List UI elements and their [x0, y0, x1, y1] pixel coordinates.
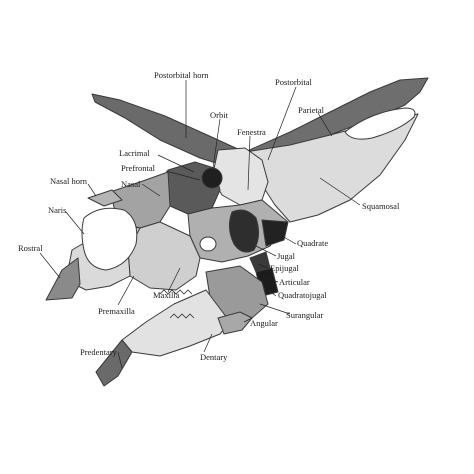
label-parietal: Parietal: [298, 105, 324, 115]
orbit-opening: [201, 167, 223, 189]
naris-opening: [81, 207, 138, 271]
label-postorbital-horn: Postorbital horn: [154, 70, 209, 80]
temporal-fenestra: [228, 209, 260, 253]
label-predentary: Predentary: [80, 347, 117, 357]
angular-bone: [217, 311, 253, 335]
tooth-row: [159, 289, 195, 319]
label-prefrontal: Prefrontal: [121, 163, 155, 173]
label-dentary: Dentary: [200, 352, 228, 362]
label-angular: Angular: [250, 318, 278, 328]
label-maxilla: Maxilla: [153, 290, 180, 300]
antorbital-opening: [199, 236, 217, 252]
leader-lines: [39, 80, 361, 369]
label-orbit: Orbit: [210, 110, 228, 120]
label-squamosal: Squamosal: [362, 201, 400, 211]
label-jugal: Jugal: [277, 251, 295, 261]
label-nasal-horn: Nasal horn: [50, 176, 88, 186]
label-quadratojugal: Quadratojugal: [278, 290, 327, 300]
quadrate-bone: [261, 219, 289, 247]
label-quadrate: Quadrate: [297, 238, 329, 248]
label-epijugal: Epijugal: [270, 263, 299, 273]
parietal-bone: [244, 77, 429, 153]
label-articular: Articular: [279, 277, 310, 287]
nasal-horn-bone: [87, 189, 123, 207]
label-surangular: Surangular: [286, 310, 324, 320]
label-lacrimal: Lacrimal: [119, 148, 150, 158]
label-fenestra: Fenestra: [237, 127, 266, 137]
label-naris: Naris: [48, 205, 67, 215]
label-rostral: Rostral: [18, 243, 43, 253]
rostral-bone: [45, 257, 81, 301]
parietal-fenestra: [344, 107, 416, 140]
predentary-bone: [95, 339, 133, 387]
label-nasal: Nasal: [121, 179, 141, 189]
label-premaxilla: Premaxilla: [98, 306, 135, 316]
label-postorbital: Postorbital: [275, 77, 312, 87]
